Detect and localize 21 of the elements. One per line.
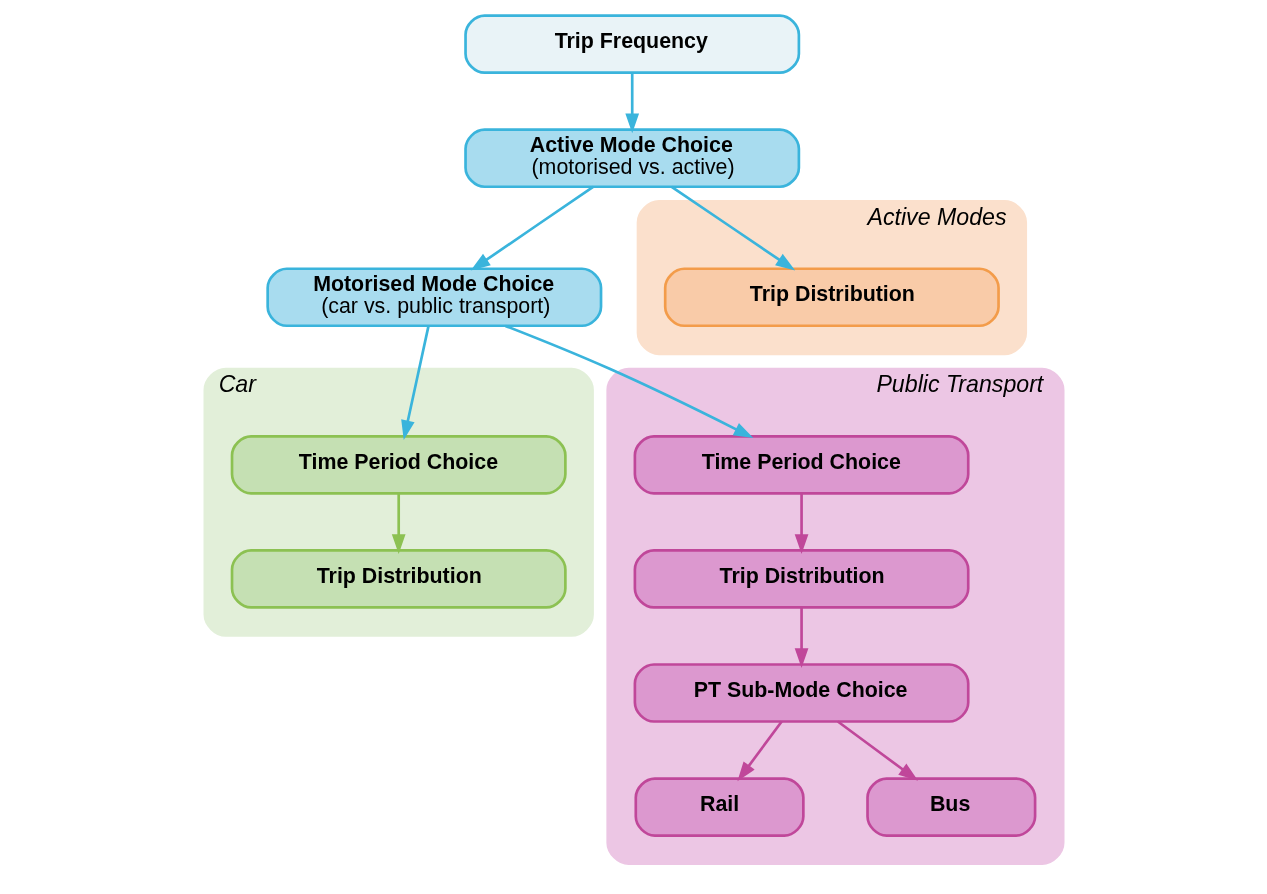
node-box: Trip Distribution	[663, 267, 1000, 328]
node-box: Bus	[865, 777, 1036, 837]
node-box: Trip Distribution	[633, 549, 970, 609]
arrow	[670, 185, 795, 271]
arrow	[836, 720, 918, 781]
arrow	[470, 185, 594, 271]
arrow	[736, 720, 783, 782]
arrow	[794, 493, 808, 554]
node-box: Motorised Mode Choice (car vs. public transport)	[265, 267, 602, 328]
node-box: PT Sub-Mode Choice	[633, 663, 970, 723]
node-box: Time Period Choice	[230, 434, 567, 495]
arrow	[400, 325, 430, 440]
arrow	[624, 72, 639, 134]
arrow	[391, 493, 406, 554]
node-box: Trip Frequency	[463, 14, 800, 74]
node-box: Rail	[633, 777, 805, 837]
node-box: Time Period Choice	[633, 434, 970, 495]
arrow	[794, 607, 808, 668]
arrow	[504, 324, 753, 439]
node-box: Trip Distribution	[230, 549, 567, 609]
node-box: Active Mode Choice (motorised vs. active)	[463, 128, 800, 189]
